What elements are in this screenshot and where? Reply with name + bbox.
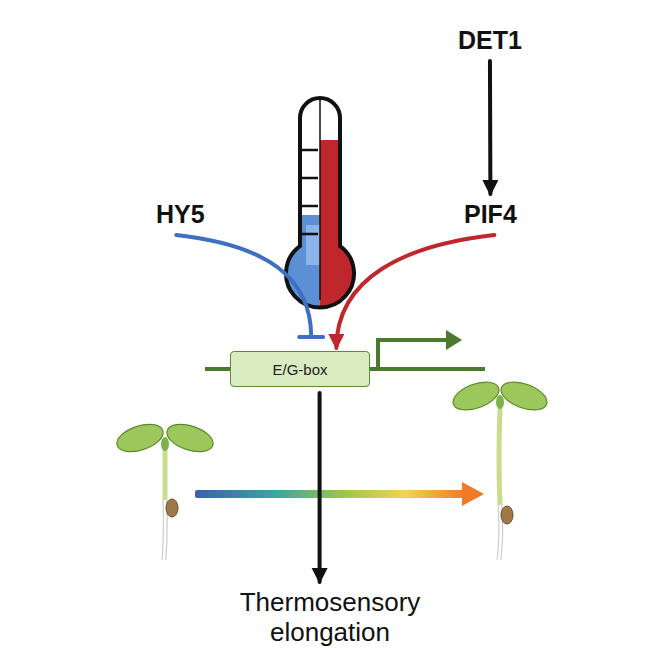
gene-label: HY5 <box>152 198 209 231</box>
node-text: E/G-box <box>272 361 327 378</box>
connector-line <box>488 61 492 194</box>
node-text: HY5 <box>156 200 205 229</box>
gradient-arrow <box>195 482 484 506</box>
seedling-short <box>113 419 216 560</box>
outcome-label: Thermosensory elongation <box>210 586 450 650</box>
connector-line <box>336 235 494 348</box>
connector <box>176 235 323 337</box>
node-text: Thermosensory elongation <box>214 588 446 648</box>
connector-line <box>176 235 311 337</box>
promoter-box: E/G-box <box>230 351 370 387</box>
node-text: PIF4 <box>464 200 517 229</box>
seedling-tall <box>449 377 550 560</box>
gene-label: PIF4 <box>460 198 521 231</box>
connector-line <box>318 393 322 582</box>
connector <box>489 61 490 194</box>
connector <box>336 235 494 348</box>
thermometer <box>260 98 380 340</box>
gene-label: DET1 <box>454 24 526 57</box>
node-text: DET1 <box>458 26 522 55</box>
inhibition-bar <box>299 335 323 339</box>
connector <box>319 393 320 582</box>
